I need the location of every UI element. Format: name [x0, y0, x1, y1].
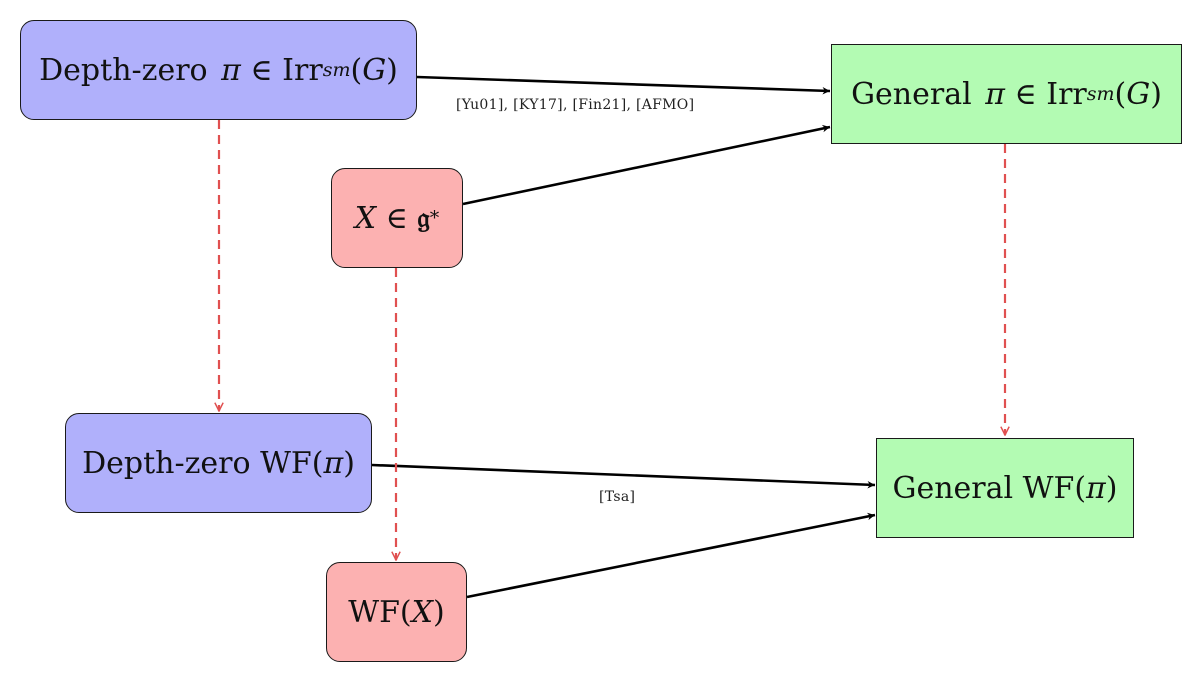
node-x-frak: 𝔤	[417, 201, 430, 234]
edge-depthzero-wf-to-general-wf	[371, 463, 876, 489]
node-depth-zero-wf-prefix: Depth-zero WF(	[82, 445, 324, 481]
node-depth-zero-wf-suffix: )	[343, 445, 355, 481]
node-general-pi-close: )	[1150, 76, 1162, 112]
node-general-wf-suffix: )	[1105, 470, 1118, 506]
pi-symbol: π	[985, 76, 1005, 112]
node-depth-zero-wf: Depth-zero WF( π )	[65, 413, 372, 513]
edge-label-references-top: [Yu01], [KY17], [Fin21], [AFMO]	[456, 97, 695, 113]
node-general-pi-rel: ∈ Irr	[1004, 76, 1087, 112]
pi-symbol: π	[221, 52, 241, 88]
edge-label-references-bottom: [Tsa]	[599, 489, 636, 505]
node-depth-zero-pi: Depth-zero π ∈ Irr sm ( G )	[20, 20, 417, 120]
node-depth-zero-pi-prefix: Depth-zero	[39, 52, 218, 88]
pi-symbol: π	[323, 445, 344, 481]
node-general-pi: General π ∈ Irr sm ( G )	[831, 44, 1182, 144]
edge-wf-x-to-general-wf	[466, 512, 876, 599]
node-depth-zero-pi-open: (	[350, 52, 363, 88]
node-general-pi-prefix: General	[851, 76, 982, 112]
node-x-var: X	[354, 200, 377, 236]
node-wf-x-var: X	[411, 594, 433, 630]
node-depth-zero-pi-arg: G	[362, 52, 387, 88]
node-wf-x-suffix: )	[433, 594, 445, 630]
node-general-wf: General WF( π )	[876, 438, 1134, 538]
edge-x-to-general-pi	[462, 124, 831, 206]
node-depth-zero-pi-close: )	[386, 52, 398, 88]
pi-symbol: π	[1086, 470, 1106, 506]
node-wf-x-prefix: WF(	[348, 594, 412, 630]
node-general-wf-prefix: General WF(	[892, 470, 1087, 506]
node-general-pi-arg: G	[1126, 76, 1151, 112]
node-depth-zero-pi-rel: ∈ Irr	[240, 52, 323, 88]
edge-depthzero-to-general-pi	[416, 75, 831, 95]
node-general-pi-open: (	[1114, 76, 1127, 112]
node-x-rel: ∈	[376, 200, 418, 236]
node-wf-x: WF( X )	[326, 562, 467, 662]
node-x-in-g-dual: X ∈ 𝔤 *	[331, 168, 463, 268]
